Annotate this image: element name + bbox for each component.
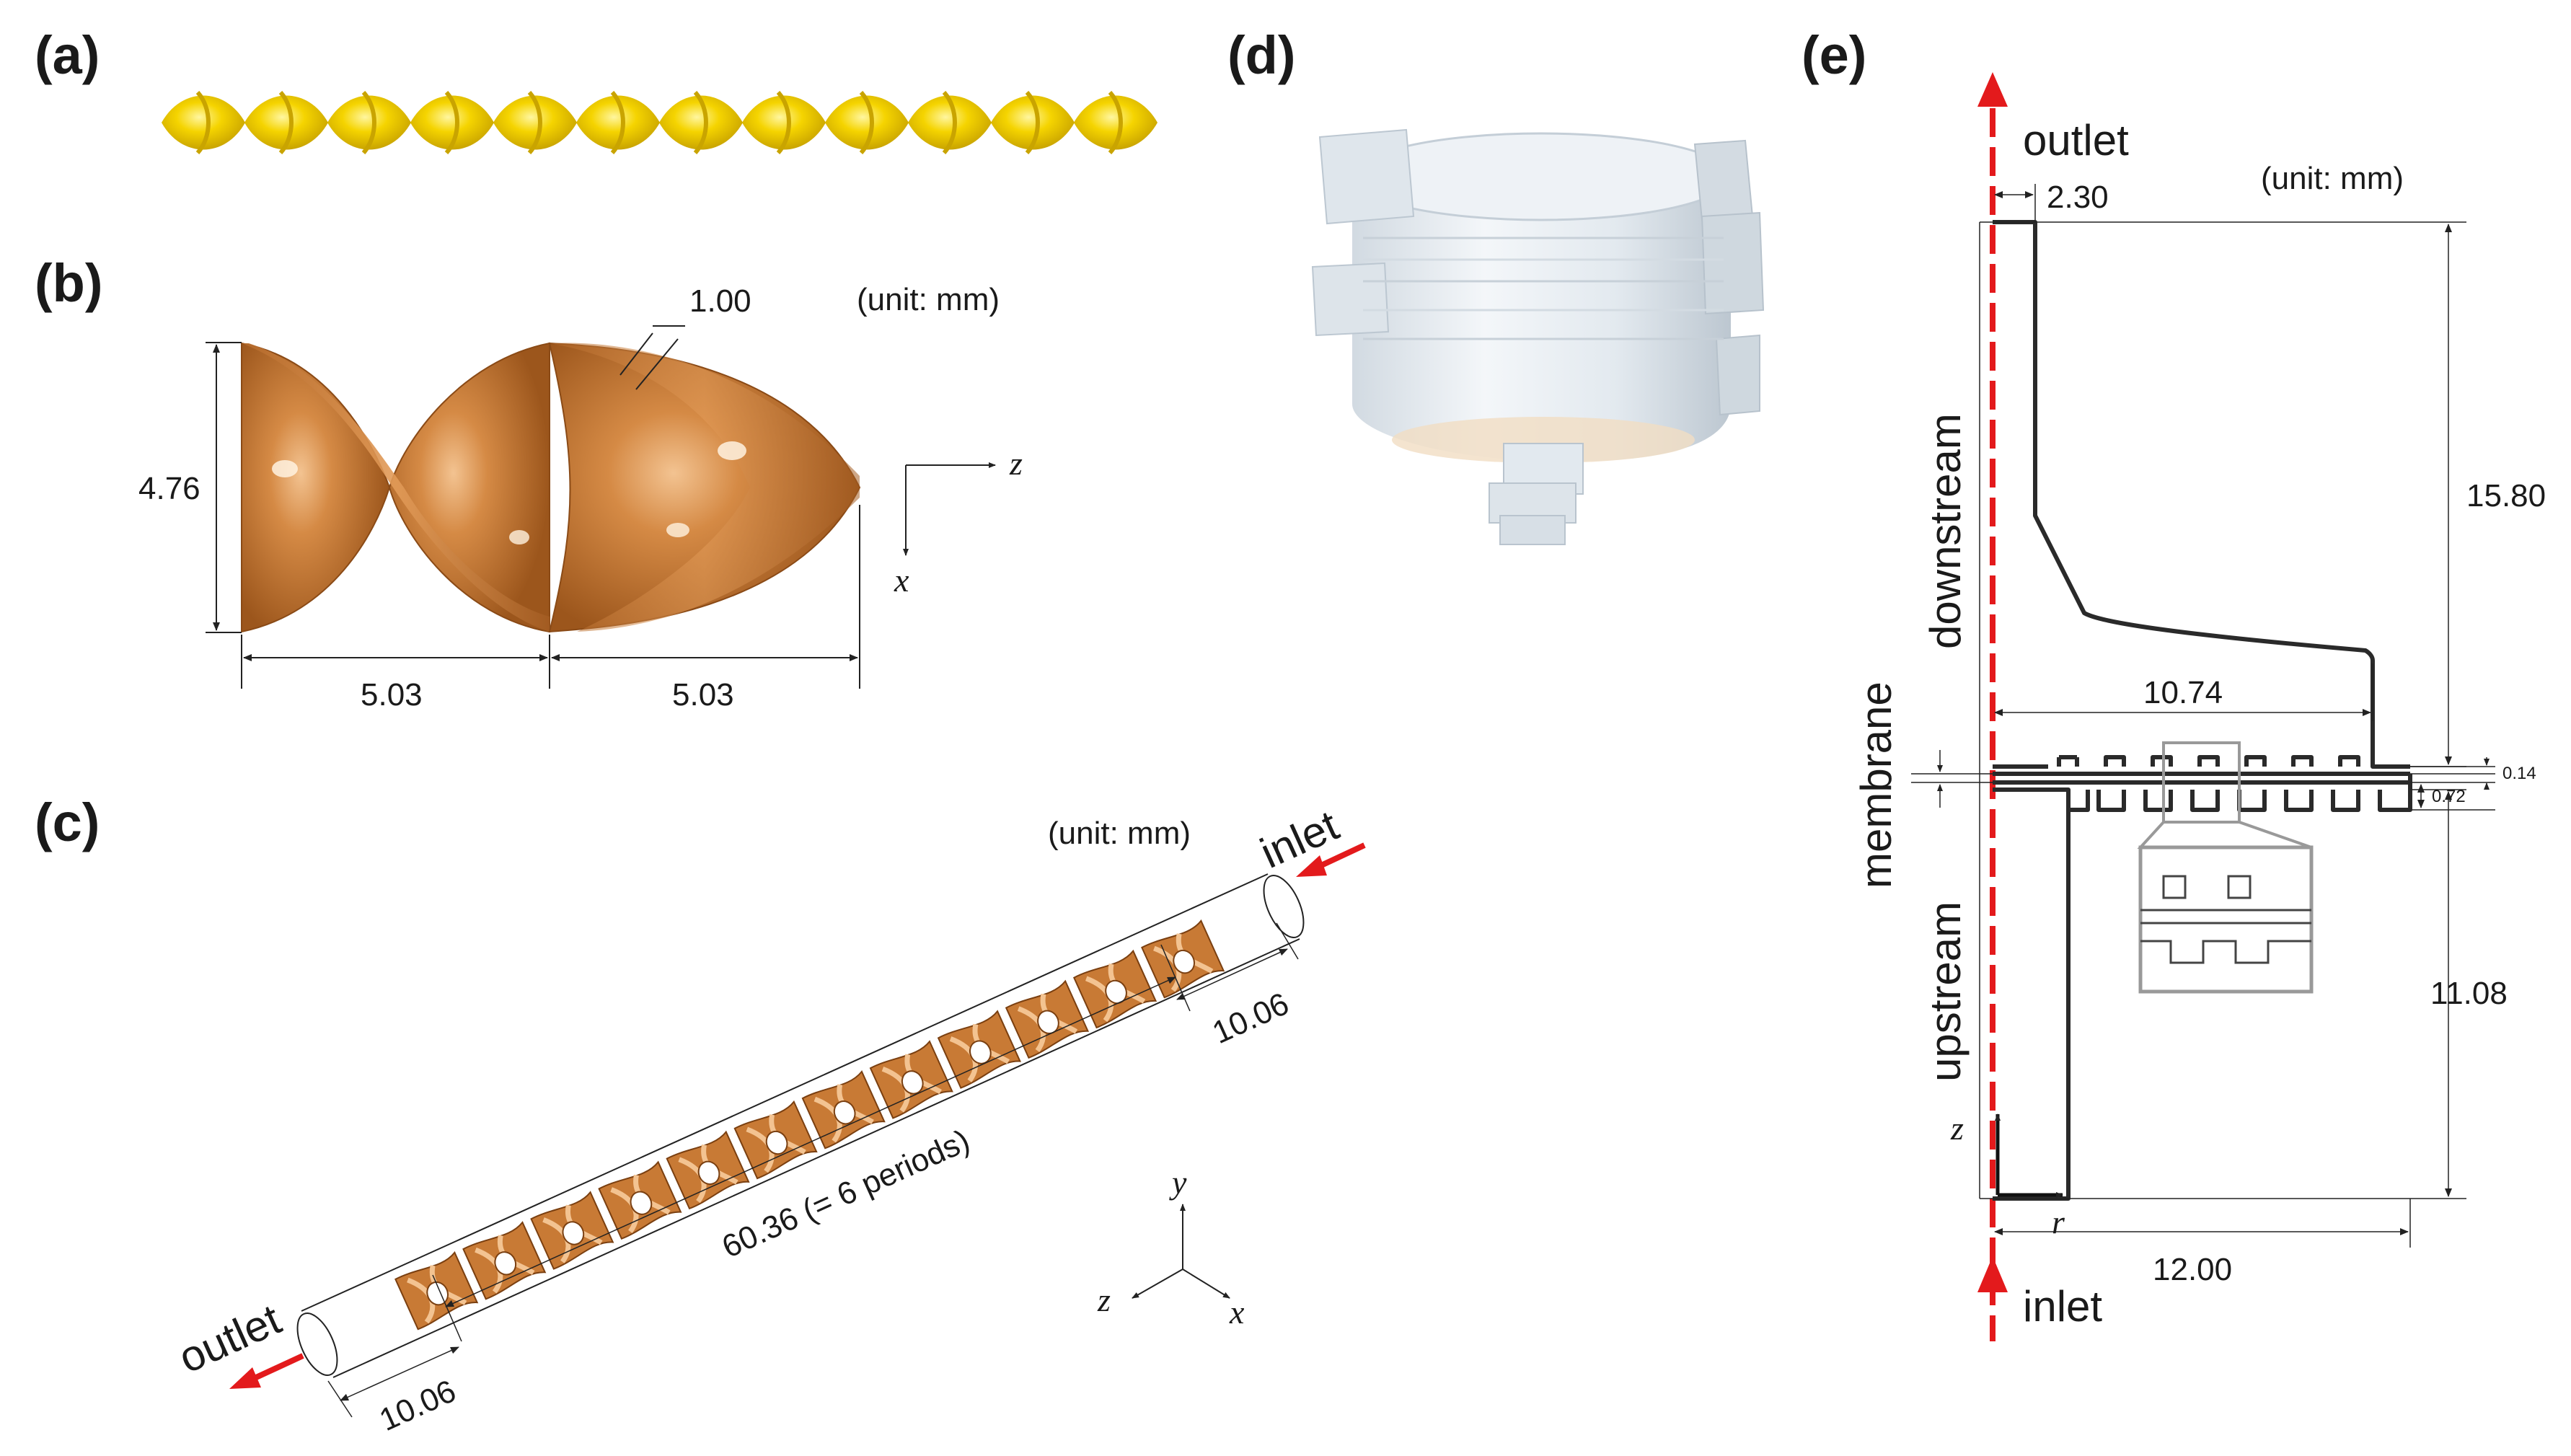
axes-c xyxy=(1132,1204,1230,1299)
insert-segment xyxy=(1141,919,1225,999)
flow-arrow-outlet-e xyxy=(1977,72,2008,107)
downstream-label: downstream xyxy=(1921,413,1970,649)
insert-band-right xyxy=(550,343,860,632)
dim-downstream-height-e: 15.80 xyxy=(2466,478,2546,513)
tube-end-inlet xyxy=(1263,875,1305,938)
flow-arrow-inlet-c xyxy=(1296,842,1366,877)
yellow-insert-twist xyxy=(776,90,791,155)
yellow-insert-twist xyxy=(361,90,376,155)
upstream-label: upstream xyxy=(1921,901,1970,1082)
filter-cross-section xyxy=(1993,220,2412,1201)
membrane-label: membrane xyxy=(1852,681,1900,888)
yellow-insert-twist xyxy=(1108,90,1123,155)
insert-highlight-2 xyxy=(509,530,529,544)
yellow-insert-segment xyxy=(327,95,411,150)
outlet-label-e: outlet xyxy=(2023,116,2129,164)
single-period-insert xyxy=(241,342,861,633)
dim-membrane-thickness-e: 0.14 xyxy=(2502,764,2536,783)
dim-thickness-b: 1.00 xyxy=(689,283,751,319)
insert-segment xyxy=(462,1221,547,1300)
insert-band-left xyxy=(242,343,550,632)
panel-label-b: (b) xyxy=(35,253,103,313)
insert-segment xyxy=(1072,949,1157,1029)
dimensions-b xyxy=(206,325,860,689)
yellow-insert-twist xyxy=(942,90,957,155)
axis-x-c: x xyxy=(1229,1294,1245,1331)
dim-membrane-radius-e: 10.74 xyxy=(2143,675,2223,710)
insert-array-c xyxy=(394,919,1225,1331)
yellow-insert-segment xyxy=(825,95,909,150)
insert-segment xyxy=(937,1010,1021,1089)
yellow-insert-segment xyxy=(991,95,1075,150)
yellow-twisted-insert xyxy=(162,90,1157,155)
axis-y-c: y xyxy=(1169,1164,1187,1201)
axis-z-e: z xyxy=(1950,1110,1964,1147)
yellow-insert-segment xyxy=(908,95,992,150)
yellow-insert-twist xyxy=(693,90,708,155)
panel-label-c: (c) xyxy=(35,793,100,852)
unit-label-c: (unit: mm) xyxy=(1048,816,1191,851)
yellow-insert-twist xyxy=(278,90,294,155)
insert-segment xyxy=(598,1160,682,1240)
inlet-label-e: inlet xyxy=(2023,1282,2102,1331)
axes-e xyxy=(1995,1113,2063,1198)
dimensions-e xyxy=(1911,184,2495,1248)
insert-lobe-left-2 xyxy=(388,342,550,633)
insert-highlight-1 xyxy=(272,460,298,477)
dim-outlet-len-c: 10.06 xyxy=(374,1373,462,1438)
dimensions-c xyxy=(327,922,1299,1418)
yellow-insert-segment xyxy=(659,95,743,150)
yellow-insert-segment xyxy=(742,95,826,150)
axis-x-b: x xyxy=(894,562,909,599)
panel-label-a: (a) xyxy=(35,25,100,85)
panel-label-d: (d) xyxy=(1227,25,1296,85)
dim-left-b: 5.03 xyxy=(361,677,423,712)
yellow-insert-twist xyxy=(610,90,625,155)
yellow-insert-segment xyxy=(1074,95,1157,150)
unit-label-e: (unit: mm) xyxy=(2261,161,2404,196)
insert-segment xyxy=(530,1191,614,1270)
dim-total-radius-e: 12.00 xyxy=(2153,1252,2232,1287)
yellow-insert-twist xyxy=(527,90,542,155)
tube-end-outlet xyxy=(296,1312,338,1376)
flow-arrow-inlet-e xyxy=(1977,1256,2008,1292)
dim-height-b: 4.76 xyxy=(138,471,200,506)
yellow-insert-segment xyxy=(410,95,494,150)
insert-highlight-3 xyxy=(718,441,746,460)
yellow-insert-segment xyxy=(244,95,328,150)
insert-segment xyxy=(869,1040,953,1119)
axis-z-b: z xyxy=(1009,445,1023,482)
axes-b xyxy=(903,462,996,556)
yellow-insert-twist xyxy=(444,90,459,155)
unit-label-b: (unit: mm) xyxy=(857,282,1000,317)
dim-top-width-e: 2.30 xyxy=(2047,180,2109,215)
insert-segment xyxy=(733,1100,818,1180)
axis-z-c: z xyxy=(1097,1281,1111,1318)
insert-segment xyxy=(666,1130,750,1210)
zoom-inset xyxy=(2137,741,2314,994)
inlet-label-c: inlet xyxy=(1253,800,1346,877)
flow-arrow-outlet-c xyxy=(229,1353,304,1389)
yellow-insert-segment xyxy=(162,95,245,150)
axis-r-e: r xyxy=(2052,1204,2065,1240)
yellow-insert-twist xyxy=(195,90,211,155)
insert-segment xyxy=(801,1070,886,1150)
yellow-insert-segment xyxy=(493,95,577,150)
dim-support-thickness-e: 0.72 xyxy=(2432,787,2466,806)
insert-highlight-4 xyxy=(666,523,689,537)
dim-inlet-len-c: 10.06 xyxy=(1207,986,1295,1051)
yellow-insert-segment xyxy=(576,95,660,150)
insert-segment xyxy=(1005,979,1090,1059)
dim-upstream-height-e: 11.08 xyxy=(2430,976,2508,1011)
panel-label-e: (e) xyxy=(1802,25,1866,85)
dim-right-b: 5.03 xyxy=(672,677,734,712)
yellow-insert-twist xyxy=(859,90,874,155)
filter-holder-photo xyxy=(1311,128,1765,545)
yellow-insert-twist xyxy=(1025,90,1040,155)
